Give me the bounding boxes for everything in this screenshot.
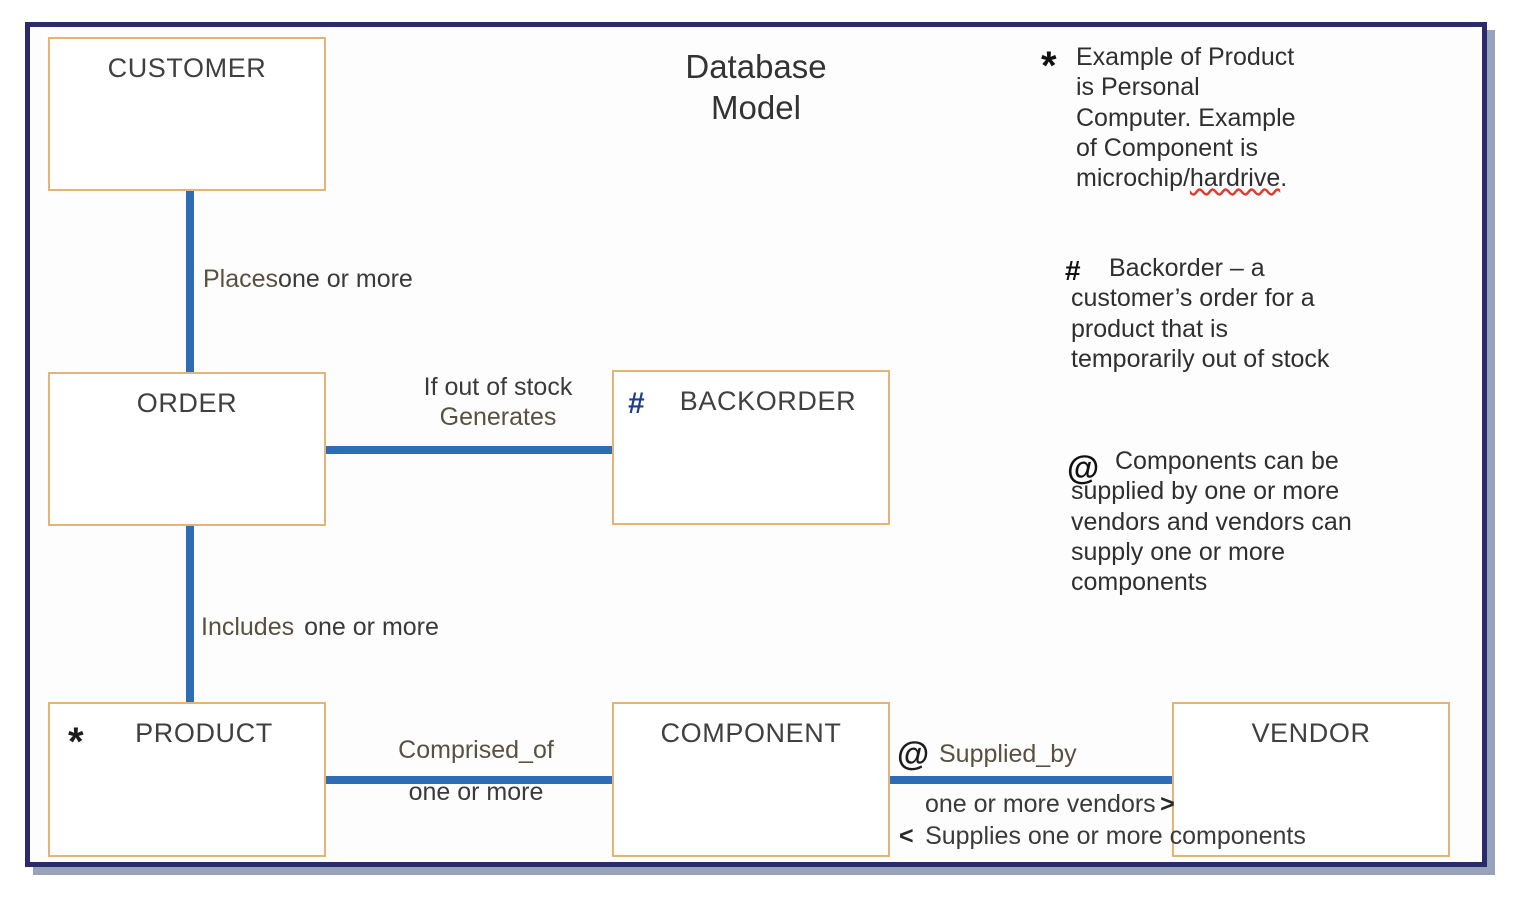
note-line: of Component is	[1076, 133, 1259, 162]
entity-label-backorder: BACKORDER	[679, 386, 857, 416]
note-backorder-definition: # Backorder – a customer’s order for a p…	[1065, 253, 1441, 374]
arrow-right-icon: >	[1160, 790, 1175, 818]
note-at-icon: @	[1067, 449, 1100, 486]
note-line-prefix: microchip/	[1076, 164, 1190, 192]
connector-order-backorder	[323, 446, 618, 454]
entity-label-order: ORDER	[136, 388, 238, 418]
asterisk-marker-icon: *	[68, 720, 84, 764]
note-component-vendor-rule: @ Components can be supplied by one or m…	[1067, 446, 1446, 597]
entity-box-product[interactable]: * PRODUCT	[48, 702, 326, 857]
relationship-cardinality-vendors-forward: one or more vendors >	[925, 790, 1175, 820]
relationship-verb-includes: Includes	[201, 613, 295, 641]
relationship-customer-order: Placesone or more	[203, 265, 413, 295]
relationship-verb-supplied-by: Supplied_by	[939, 740, 1077, 768]
note-product-example: * Example of Product is Personal Compute…	[1041, 42, 1426, 193]
entity-box-customer[interactable]: CUSTOMER	[48, 37, 326, 191]
relationship-cardinality-places: one or more	[278, 265, 413, 293]
diagram-title-line2: Model	[711, 89, 801, 127]
relationship-cardinality-back-text: Supplies one or more components	[925, 822, 1306, 850]
entity-label-product: PRODUCT	[135, 718, 273, 748]
note-asterisk-icon: *	[1041, 44, 1057, 88]
relationship-verb-places: Places	[203, 265, 279, 293]
diagram-title-line1: Database	[685, 48, 827, 85]
note-line: product that is	[1071, 314, 1229, 343]
note-hash-icon: #	[1065, 255, 1081, 286]
note-line: supply one or more	[1071, 537, 1286, 566]
diagram-title: Database Model	[606, 46, 906, 129]
note-line: Computer. Example	[1076, 103, 1296, 132]
relationship-cardinality-includes: one or more	[304, 613, 439, 641]
at-marker-icon: @	[897, 735, 930, 772]
relationship-order-backorder: If out of stock Generates	[383, 373, 613, 432]
connector-component-vendor	[886, 776, 1180, 784]
misspelled-word: hardrive	[1189, 164, 1281, 192]
relationship-cardinality-comprised-of: one or more	[408, 777, 544, 806]
relationship-verb-generates: Generates	[439, 402, 557, 431]
entity-box-vendor[interactable]: VENDOR	[1172, 702, 1450, 857]
connector-product-component	[323, 776, 619, 784]
entity-label-customer: CUSTOMER	[107, 53, 267, 83]
note-line-misspelled: microchip/hardrive.	[1076, 163, 1426, 193]
note-line: Example of Product	[1076, 43, 1295, 71]
relationship-verb-supplied-by-wrap: Supplied_by	[939, 740, 1077, 770]
relationship-verb-comprised-of: Comprised_of	[398, 736, 554, 764]
hash-marker-icon: #	[628, 387, 645, 420]
relationship-product-component: Comprised_of one or more	[351, 736, 601, 807]
note-line: supplied by one or more	[1071, 477, 1340, 506]
connector-order-product	[186, 524, 194, 706]
note-line: Backorder – a	[1109, 254, 1265, 282]
arrow-left-icon: <	[899, 822, 914, 850]
relationship-cardinality-forward-text: one or more vendors	[925, 790, 1156, 818]
note-line: components	[1071, 568, 1208, 596]
note-line: vendors and vendors can	[1071, 507, 1352, 536]
entity-label-vendor: VENDOR	[1251, 718, 1371, 748]
connector-customer-order	[186, 184, 194, 374]
note-line: customer’s order for a	[1071, 284, 1315, 313]
entity-box-order[interactable]: ORDER	[48, 372, 326, 526]
entity-label-component: COMPONENT	[660, 718, 842, 748]
entity-box-backorder[interactable]: # BACKORDER	[612, 370, 890, 525]
relationship-cardinality-vendors-back: < Supplies one or more components	[899, 822, 1306, 852]
note-line: temporarily out of stock	[1071, 344, 1330, 373]
relationship-condition-out-of-stock: If out of stock	[423, 373, 573, 401]
note-line-suffix: .	[1280, 164, 1288, 192]
entity-box-component[interactable]: COMPONENT	[612, 702, 890, 857]
slide-content: CUSTOMER ORDER # BACKORDER * PRODUCT COM…	[31, 28, 1451, 862]
note-line: is Personal	[1076, 73, 1200, 102]
relationship-order-product: Includes one or more	[201, 613, 439, 643]
note-line: Components can be	[1115, 447, 1339, 475]
